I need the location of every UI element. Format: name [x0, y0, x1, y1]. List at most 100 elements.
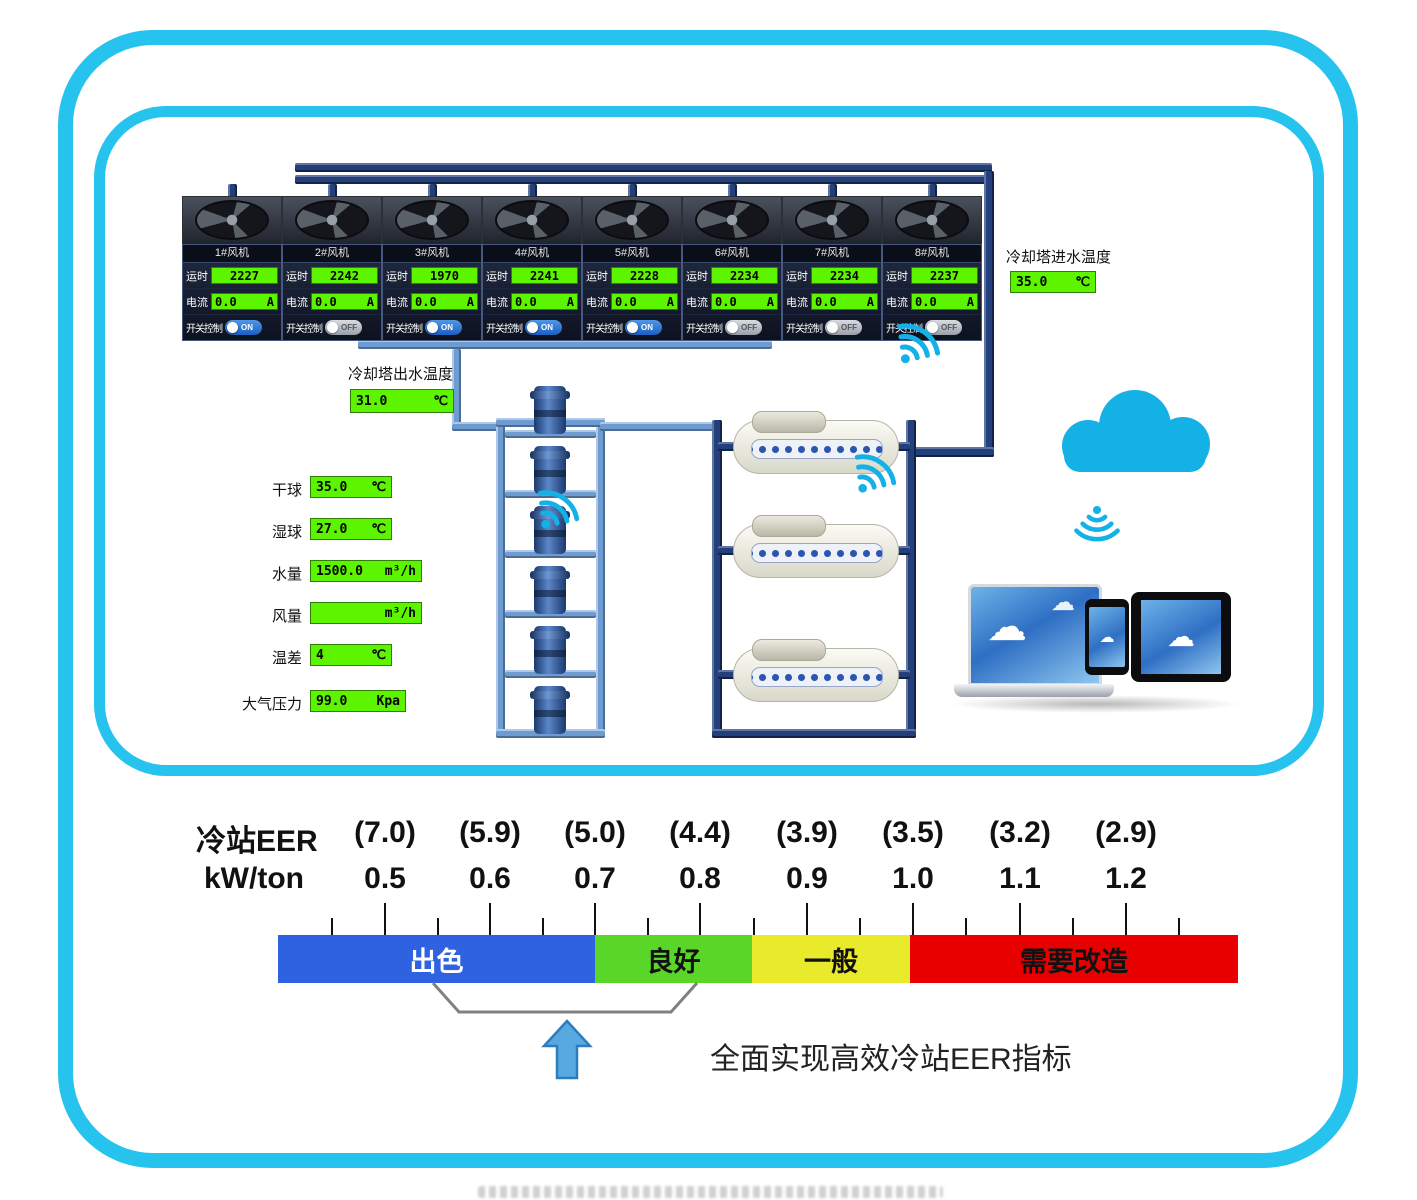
outer-frame	[58, 30, 1358, 1168]
scale-tick-minor	[647, 918, 649, 935]
kwton-value: 0.8	[679, 862, 721, 895]
runtime-label: 运时	[686, 270, 708, 283]
kwton-value: 0.5	[364, 862, 406, 895]
switch-label: 开关控制	[386, 324, 423, 335]
tablet-screen: ☁	[1141, 600, 1221, 674]
kwton-value: 1.1	[999, 862, 1041, 895]
fan-switch-toggle[interactable]: ON	[525, 320, 562, 335]
param-value: 27.0℃	[310, 518, 392, 540]
runtime-label: 运时	[186, 270, 208, 283]
pipe	[528, 184, 537, 198]
fan-label: 1#风机	[183, 245, 281, 263]
kwton-value: 0.6	[469, 862, 511, 895]
pipe	[728, 184, 737, 198]
runtime-value: 1970	[411, 267, 478, 284]
fan-switch-toggle[interactable]: ON	[625, 320, 662, 335]
fan-label: 7#风机	[783, 245, 881, 263]
system-diagram-frame	[94, 106, 1324, 776]
runtime-label: 运时	[486, 270, 508, 283]
inlet-temp-label: 冷却塔进水温度	[1006, 249, 1112, 266]
fan-switch-toggle[interactable]: OFF	[825, 320, 862, 335]
switch-label: 开关控制	[586, 324, 623, 335]
scale-tick-minor	[753, 918, 755, 935]
pipe	[906, 447, 994, 457]
fan-switch-toggle[interactable]: OFF	[325, 320, 362, 335]
param-label: 干球	[271, 482, 302, 499]
pipe	[505, 670, 596, 678]
pipe	[906, 420, 916, 738]
screen-cloud-icon: ☁	[1051, 589, 1075, 616]
wifi-icon	[1074, 506, 1120, 542]
pipe	[505, 550, 596, 558]
scale-tick	[699, 903, 701, 935]
scale-tick-minor	[1178, 918, 1180, 935]
wifi-icon	[854, 454, 897, 493]
fan-switch-toggle[interactable]: ON	[225, 320, 262, 335]
pump	[530, 446, 570, 494]
scale-tick-minor	[542, 918, 544, 935]
scale-tick-minor	[859, 918, 861, 935]
switch-label: 开关控制	[786, 324, 823, 335]
pipe	[358, 340, 772, 349]
fan-blade-icon	[582, 196, 682, 244]
switch-label: 开关控制	[286, 324, 323, 335]
scale-tick-minor	[1072, 918, 1074, 935]
fan-label: 5#风机	[583, 245, 681, 263]
wifi-icon	[897, 323, 941, 364]
scale-tick	[1019, 903, 1021, 935]
fan-switch-toggle[interactable]: ON	[425, 320, 462, 335]
pipe	[712, 420, 722, 738]
switch-label: 开关控制	[186, 324, 223, 335]
toggle-knob	[527, 322, 538, 333]
kwton-value: 0.9	[786, 862, 828, 895]
scale-tick	[1125, 903, 1127, 935]
pipe	[828, 184, 837, 198]
fan-switch-toggle[interactable]: OFF	[725, 320, 762, 335]
wifi-icon	[537, 490, 580, 529]
kwton-value: 1.0	[892, 862, 934, 895]
scale-tick	[594, 903, 596, 935]
scale-tick-minor	[437, 918, 439, 935]
scale-tick	[384, 903, 386, 935]
runtime-value: 2234	[711, 267, 778, 284]
pipe	[600, 422, 716, 431]
switch-label: 开关控制	[886, 324, 923, 335]
fan-switch-toggle[interactable]: OFF	[925, 320, 962, 335]
toggle-knob	[827, 322, 838, 333]
screen-cloud-icon: ☁	[987, 605, 1027, 649]
current-label: 电流	[186, 296, 208, 309]
chiller-window	[751, 543, 883, 563]
scale-segment-average: 一般	[752, 935, 910, 983]
current-label: 电流	[786, 296, 808, 309]
kwton-value: 1.2	[1105, 862, 1147, 895]
eer-value: (7.0)	[354, 816, 416, 849]
current-label: 电流	[386, 296, 408, 309]
chiller	[733, 411, 899, 474]
pipe	[984, 171, 994, 457]
eer-value: (3.9)	[776, 816, 838, 849]
param-value: m³/h	[310, 602, 422, 624]
toggle-knob	[327, 322, 338, 333]
runtime-value: 2228	[611, 267, 678, 284]
outlet-temp-label: 冷却塔出水温度	[348, 366, 454, 383]
eer-caption: 全面实现高效冷站EER指标	[710, 1043, 1072, 1076]
pipe	[628, 184, 637, 198]
bracket	[431, 981, 699, 1014]
chiller	[733, 515, 899, 578]
cloud-icon	[1062, 390, 1210, 472]
pipe	[295, 163, 992, 172]
runtime-label: 运时	[286, 270, 308, 283]
toggle-knob	[927, 322, 938, 333]
toggle-knob	[727, 322, 738, 333]
eer-value: (3.5)	[882, 816, 944, 849]
kwton-value: 0.7	[574, 862, 616, 895]
